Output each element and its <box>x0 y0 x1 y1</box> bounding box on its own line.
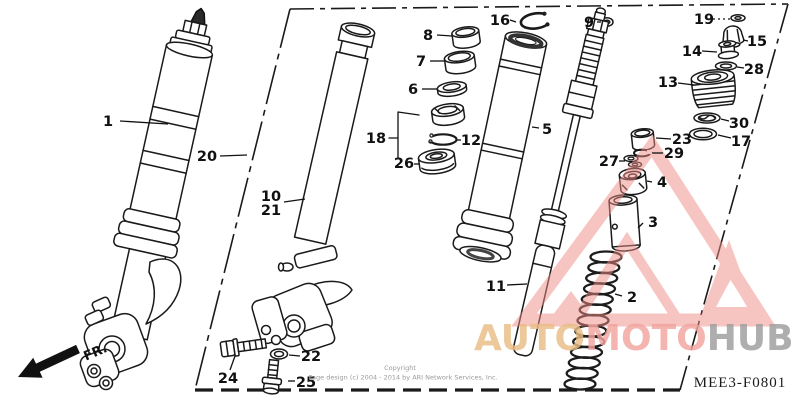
part-label-17: 17 <box>731 134 751 150</box>
part-label-18: 18 <box>366 131 386 147</box>
part-label-1: 1 <box>103 114 113 130</box>
fork-outer-tube-art <box>251 22 376 352</box>
part-leader-28 <box>736 66 745 69</box>
spring-coil <box>565 366 599 381</box>
part-leader-17 <box>717 134 732 139</box>
part-leader-30 <box>720 118 730 122</box>
circlip-art <box>519 11 550 30</box>
part-label-19: 19 <box>694 12 714 28</box>
part-label-5: 5 <box>542 122 552 138</box>
part-label-10: 10 <box>261 189 281 205</box>
fork-cap-parts-art <box>688 14 746 141</box>
part-label-14: 14 <box>682 44 702 60</box>
part-label-11: 11 <box>486 279 506 295</box>
part-label-23: 23 <box>672 132 692 148</box>
part-label-12: 12 <box>461 133 481 149</box>
part-label-29: 29 <box>664 146 684 162</box>
part-leader-20 <box>219 154 248 157</box>
spring-coil <box>563 377 597 391</box>
watermark-triangle-small <box>549 291 592 320</box>
watermark-logo <box>511 134 776 327</box>
part-leader-11 <box>506 283 528 286</box>
part-leader-4 <box>646 180 653 183</box>
bolt-parts-art <box>219 338 289 395</box>
part18-bracket <box>388 111 420 159</box>
part-label-28: 28 <box>744 62 764 78</box>
part-label-7: 7 <box>416 54 426 70</box>
watermark-text-hub: HUB <box>707 318 794 359</box>
part-label-8: 8 <box>423 28 433 44</box>
part-leader-23 <box>655 137 672 140</box>
copyright-line: Page design (c) 2004 - 2014 by ARI Netwo… <box>308 374 497 382</box>
watermark-triangle-right <box>699 240 758 320</box>
part-label-15: 15 <box>747 34 767 50</box>
part-label-22: 22 <box>301 349 321 365</box>
part-label-6: 6 <box>408 82 418 98</box>
part-leader-2 <box>614 293 623 297</box>
part-leader-5 <box>531 126 540 129</box>
part-leader-1 <box>119 120 169 125</box>
part-leader-22 <box>288 354 301 357</box>
bushing-seal-stack-art <box>417 26 481 175</box>
part-label-13: 13 <box>658 75 678 91</box>
slider-tube-art <box>452 31 548 263</box>
part-label-21: 21 <box>261 203 281 219</box>
part-leader-13 <box>677 82 695 86</box>
diagram-code: MEE3-F0801 <box>694 375 787 391</box>
watermark-triangle-inner <box>566 231 688 325</box>
part-label-24: 24 <box>218 371 238 387</box>
part-label-16: 16 <box>490 13 510 29</box>
part-label-3: 3 <box>648 215 658 231</box>
part-leader-3 <box>637 222 644 229</box>
copyright-title: Copyright <box>384 364 416 372</box>
part-label-30: 30 <box>729 116 749 132</box>
watermark-brand-text: AUTOMOTOHUB <box>474 318 794 359</box>
fork-assembly-left-art <box>79 7 214 391</box>
part-leader-24 <box>229 355 236 371</box>
watermark-text-auto: AUTO <box>474 318 585 359</box>
part-leader-10 <box>283 198 306 203</box>
part-label-25: 25 <box>296 375 316 391</box>
part-label-26: 26 <box>394 156 414 172</box>
part-leader-15 <box>742 39 749 42</box>
part-label-27: 27 <box>599 154 619 170</box>
part-leader-14 <box>701 50 718 53</box>
front-arrow-icon <box>18 344 80 378</box>
part-label-9: 9 <box>584 15 594 31</box>
part-label-2: 2 <box>627 290 637 306</box>
part-leader-8 <box>436 34 453 37</box>
watermark-text-moto: MOTO <box>585 318 707 359</box>
part-label-4: 4 <box>657 175 667 191</box>
part-label-20: 20 <box>197 149 217 165</box>
part-leader-16 <box>509 19 517 23</box>
